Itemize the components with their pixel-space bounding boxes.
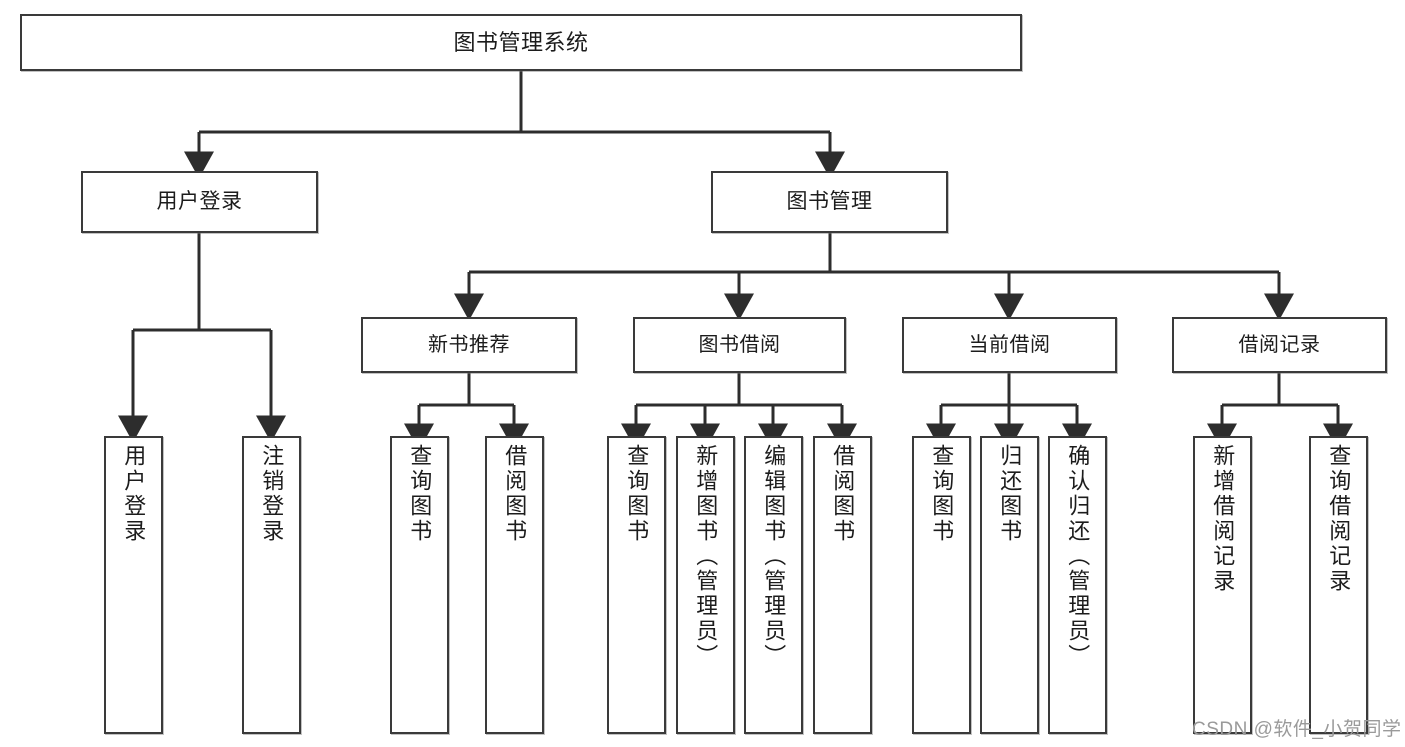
node-label: 用户登录 <box>121 444 147 544</box>
csdn-watermark: CSDN @软件_小贺同学 <box>1192 719 1402 740</box>
node-label: 新书推荐 <box>428 333 510 356</box>
node-label: 注销登录 <box>259 444 285 544</box>
leaf-user-login[interactable]: 用户登录 <box>104 436 163 734</box>
node-label: 当前借阅 <box>968 333 1051 356</box>
node-label: 归还图书 <box>997 444 1023 544</box>
node-label: 查询图书 <box>624 444 650 544</box>
leaf-record-add-borrow-record[interactable]: 新增借阅记录 <box>1193 436 1252 734</box>
node-new-book-recommendation[interactable]: 新书推荐 <box>361 317 577 373</box>
leaf-borrow-lend-book[interactable]: 借阅图书 <box>813 436 872 734</box>
leaf-borrow-edit-book-admin[interactable]: 编辑图书（管理员） <box>744 436 803 734</box>
leaf-borrow-query-book[interactable]: 查询图书 <box>607 436 666 734</box>
node-label: 用户登录 <box>156 189 243 213</box>
node-label: 新增借阅记录 <box>1210 444 1236 594</box>
leaf-borrow-add-book-admin[interactable]: 新增图书（管理员） <box>676 436 735 734</box>
node-current-borrow[interactable]: 当前借阅 <box>902 317 1117 373</box>
node-label: 借阅图书 <box>830 444 856 544</box>
node-label: 查询借阅记录 <box>1326 444 1352 594</box>
node-label: 新增图书（管理员） <box>693 444 719 669</box>
leaf-current-return-book[interactable]: 归还图书 <box>980 436 1039 734</box>
node-label: 查询图书 <box>929 444 955 544</box>
leaf-recommend-query-book[interactable]: 查询图书 <box>390 436 449 734</box>
node-label: 编辑图书（管理员） <box>761 444 787 669</box>
node-user-login[interactable]: 用户登录 <box>81 171 318 233</box>
node-root-book-management-system[interactable]: 图书管理系统 <box>20 14 1022 71</box>
node-label: 图书借阅 <box>698 333 781 356</box>
node-book-borrow[interactable]: 图书借阅 <box>633 317 846 373</box>
leaf-recommend-borrow-book[interactable]: 借阅图书 <box>485 436 544 734</box>
leaf-current-query-book[interactable]: 查询图书 <box>912 436 971 734</box>
node-label: 查询图书 <box>407 444 433 544</box>
node-label: 图书管理 <box>786 189 873 213</box>
node-label: 借阅图书 <box>502 444 528 544</box>
leaf-user-logout[interactable]: 注销登录 <box>242 436 301 734</box>
node-book-management[interactable]: 图书管理 <box>711 171 948 233</box>
node-label: 借阅记录 <box>1238 333 1321 356</box>
leaf-record-query-borrow-record[interactable]: 查询借阅记录 <box>1309 436 1368 734</box>
node-borrow-record[interactable]: 借阅记录 <box>1172 317 1387 373</box>
leaf-current-confirm-return-admin[interactable]: 确认归还（管理员） <box>1048 436 1107 734</box>
node-label: 确认归还（管理员） <box>1065 444 1091 669</box>
node-label: 图书管理系统 <box>453 29 589 55</box>
